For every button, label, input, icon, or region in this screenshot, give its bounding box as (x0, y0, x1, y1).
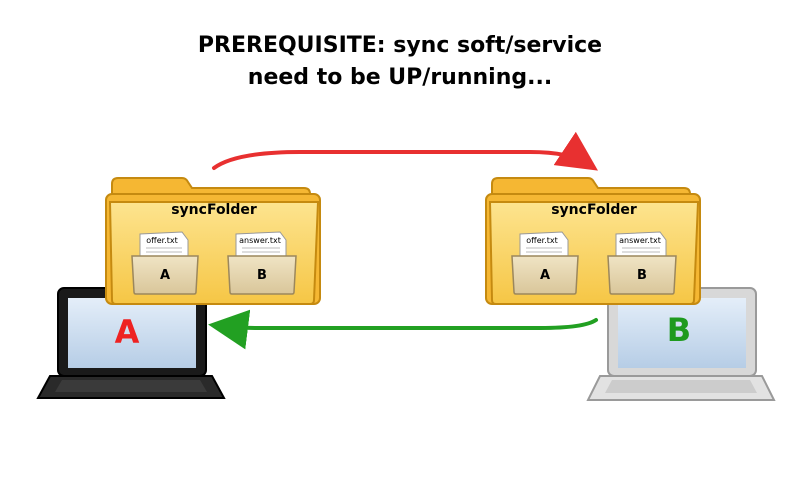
subfolder-left-a-file: offer.txt (146, 236, 177, 245)
diagram-title: PREREQUISITE: sync soft/service need to … (0, 30, 800, 94)
subfolder-right-b: answer.txt B (607, 231, 677, 295)
subfolder-right-a-file: offer.txt (526, 236, 557, 245)
subfolder-left-a: offer.txt A (131, 231, 199, 295)
subfolder-right-a: offer.txt A (511, 231, 579, 295)
title-line-1: PREREQUISITE: sync soft/service (197, 33, 603, 58)
subfolder-right-a-label: A (540, 268, 550, 283)
title-line-2: need to be UP/running... (247, 65, 553, 90)
folder-left-label: syncFolder (171, 202, 257, 218)
sync-folder-right: syncFolder offer.txt A answer.txt B (485, 177, 701, 305)
subfolder-left-a-label: A (160, 268, 170, 283)
computer-b-screen (618, 298, 746, 368)
subfolder-left-a-body (131, 255, 199, 295)
computer-a-screen (68, 298, 196, 368)
subfolder-right-a-body (511, 255, 579, 295)
computer-a: A (36, 287, 226, 399)
subfolder-left-b-file: answer.txt (239, 236, 281, 245)
computer-b: B (586, 287, 776, 401)
folder-right-label: syncFolder (551, 202, 637, 218)
computer-b-keyboard (605, 380, 757, 393)
subfolder-left-b-body (227, 255, 297, 295)
sync-arrow-right-to-left (208, 309, 598, 350)
computer-a-label: A (115, 313, 140, 351)
subfolder-right-b-body (607, 255, 677, 295)
subfolder-left-b: answer.txt B (227, 231, 297, 295)
subfolder-right-b-file: answer.txt (619, 236, 661, 245)
subfolder-right-b-label: B (637, 268, 647, 283)
computer-a-keyboard (55, 380, 207, 392)
sync-folder-left: syncFolder offer.txt A answer.txt B (105, 177, 321, 305)
sync-arrow-left-to-right (212, 131, 598, 171)
subfolder-left-b-label: B (257, 268, 267, 283)
computer-b-label: B (667, 311, 691, 349)
